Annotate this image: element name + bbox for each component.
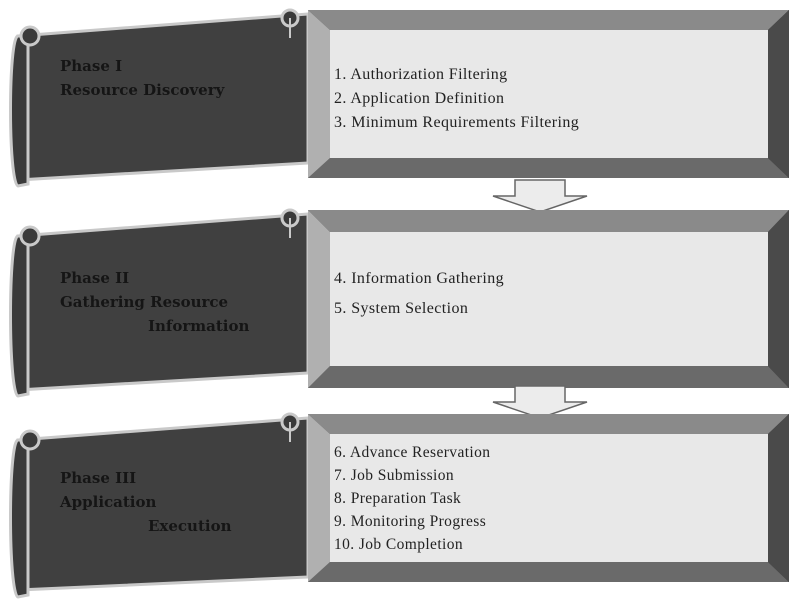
step-8: 8. Preparation Task — [334, 490, 462, 507]
phase-2-title: Phase II — [60, 269, 130, 287]
phase-1-step-list: 1. Authorization Filtering 2. Applicatio… — [334, 63, 579, 135]
phase-1-steps-box: 1. Authorization Filtering 2. Applicatio… — [308, 8, 789, 188]
phase-1-title: Phase I — [60, 57, 123, 75]
down-arrow-icon — [492, 179, 588, 213]
step-3: 3. Minimum Requirements Filtering — [334, 114, 580, 131]
step-7: 7. Job Submission — [334, 467, 455, 484]
phase-3-subtitle-line-2: Execution — [148, 517, 232, 535]
phase-1-subtitle: Resource Discovery — [60, 81, 225, 99]
phase-2-subtitle-line-1: Gathering Resource — [60, 293, 229, 311]
phase-3-scroll-banner: Phase III Application Execution — [8, 412, 308, 600]
down-arrow-icon — [492, 385, 588, 419]
phase-2-steps-box: 4. Information Gathering 5. System Selec… — [308, 208, 789, 398]
step-1: 1. Authorization Filtering — [334, 66, 508, 83]
phase-2-scroll-banner: Phase II Gathering Resource Information — [8, 208, 308, 398]
phase-2-step-list: 4. Information Gathering 5. System Selec… — [334, 264, 504, 324]
phase-3-subtitle-line-1: Application — [60, 493, 157, 511]
phase-2-label: Phase II Gathering Resource Information — [60, 266, 249, 338]
phase-3-title: Phase III — [60, 469, 137, 487]
step-4: 4. Information Gathering — [334, 270, 504, 287]
step-10: 10. Job Completion — [334, 536, 464, 553]
phase-3-step-list: 6. Advance Reservation 7. Job Submission… — [334, 441, 490, 556]
phase-2-subtitle-line-2: Information — [148, 317, 250, 335]
phase-3-label: Phase III Application Execution — [60, 466, 232, 538]
step-2: 2. Application Definition — [334, 90, 505, 107]
step-9: 9. Monitoring Progress — [334, 513, 487, 530]
phase-1: Phase I Resource Discovery 1. Authorizat… — [0, 8, 789, 188]
step-5: 5. System Selection — [334, 300, 469, 317]
step-6: 6. Advance Reservation — [334, 444, 491, 461]
phase-1-scroll-banner: Phase I Resource Discovery — [8, 8, 308, 188]
phase-3: Phase III Application Execution 6. Advan… — [0, 412, 789, 600]
phase-2: Phase II Gathering Resource Information … — [0, 208, 789, 398]
phase-1-label: Phase I Resource Discovery — [60, 54, 224, 102]
phase-3-steps-box: 6. Advance Reservation 7. Job Submission… — [308, 412, 789, 600]
